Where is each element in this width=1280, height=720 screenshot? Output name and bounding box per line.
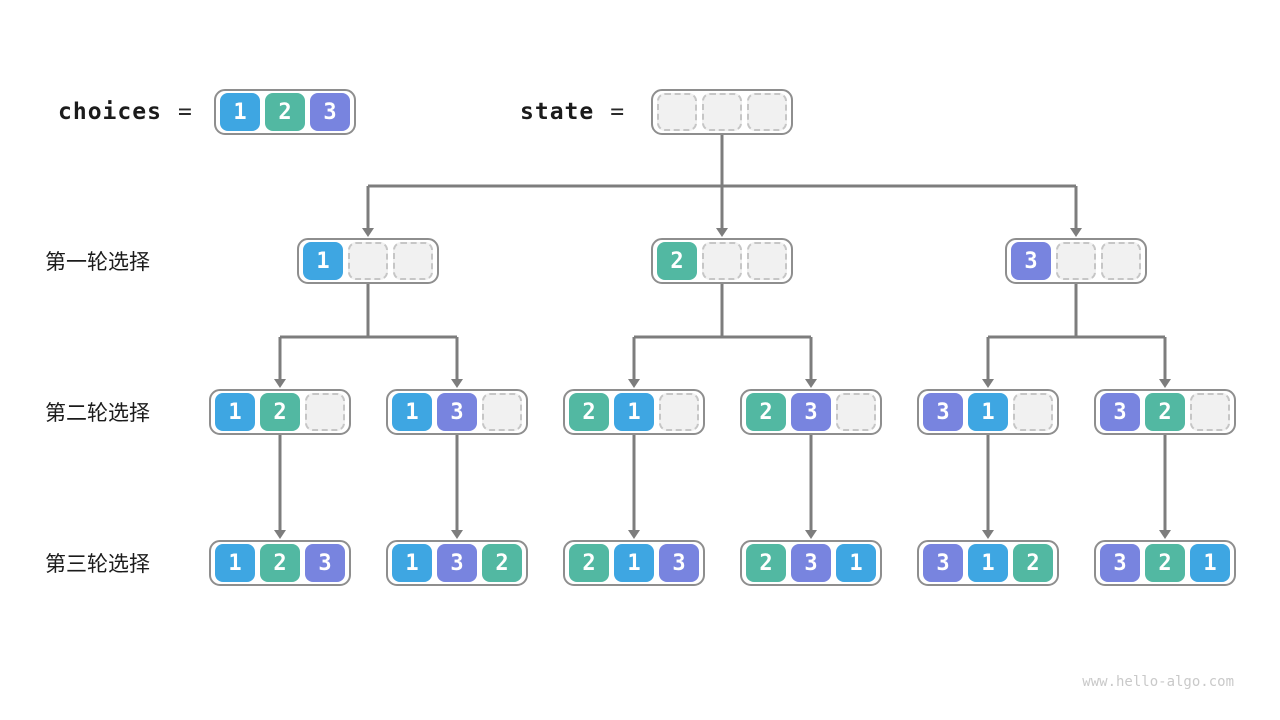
choice-cell-3: 3 — [305, 544, 345, 582]
choice-cell-2: 2 — [265, 93, 305, 131]
choice-cell-1: 1 — [215, 544, 255, 582]
choice-cell-3: 3 — [437, 393, 477, 431]
empty-cell — [1190, 393, 1230, 431]
empty-cell — [1013, 393, 1053, 431]
equals-sign: = — [610, 99, 626, 125]
choice-cell-1: 1 — [968, 393, 1008, 431]
empty-cell — [747, 242, 787, 280]
choice-cell-3: 3 — [791, 544, 831, 582]
choice-cell-3: 3 — [310, 93, 350, 131]
empty-cell — [482, 393, 522, 431]
choice-cell-1: 1 — [614, 393, 654, 431]
choice-cell-1: 1 — [215, 393, 255, 431]
choice-cell-2: 2 — [657, 242, 697, 280]
empty-cell — [836, 393, 876, 431]
empty-cell — [702, 93, 742, 131]
equals-sign: = — [177, 99, 193, 125]
choice-cell-1: 1 — [836, 544, 876, 582]
state-label: state — [520, 99, 595, 125]
choice-cell-1: 1 — [968, 544, 1008, 582]
choice-cell-3: 3 — [923, 393, 963, 431]
empty-cell — [702, 242, 742, 280]
choice-cell-2: 2 — [1145, 393, 1185, 431]
watermark: www.hello-algo.com — [1082, 674, 1234, 690]
empty-cell — [657, 93, 697, 131]
empty-cell — [1101, 242, 1141, 280]
choice-cell-3: 3 — [437, 544, 477, 582]
choice-cell-3: 3 — [659, 544, 699, 582]
state-box — [651, 89, 793, 135]
state-node: 1 — [297, 238, 439, 284]
choice-cell-1: 1 — [614, 544, 654, 582]
choice-cell-2: 2 — [569, 393, 609, 431]
choice-cell-2: 2 — [746, 393, 786, 431]
choice-cell-2: 2 — [569, 544, 609, 582]
empty-cell — [747, 93, 787, 131]
choice-cell-2: 2 — [482, 544, 522, 582]
choice-cell-3: 3 — [1100, 544, 1140, 582]
choice-cell-2: 2 — [260, 393, 300, 431]
state-node: 2 — [651, 238, 793, 284]
state-node: 3 — [1005, 238, 1147, 284]
choice-cell-3: 3 — [1011, 242, 1051, 280]
empty-cell — [348, 242, 388, 280]
choice-cell-1: 1 — [220, 93, 260, 131]
round-3-label: 第三轮选择 — [45, 552, 150, 576]
state-definition: state = — [520, 89, 625, 135]
empty-cell — [659, 393, 699, 431]
choice-cell-3: 3 — [791, 393, 831, 431]
choice-cell-2: 2 — [1013, 544, 1053, 582]
choice-cell-1: 1 — [392, 393, 432, 431]
empty-cell — [393, 242, 433, 280]
choice-cell-3: 3 — [923, 544, 963, 582]
round-2-label: 第二轮选择 — [45, 401, 150, 425]
choice-cell-2: 2 — [746, 544, 786, 582]
empty-cell — [1056, 242, 1096, 280]
empty-cell — [305, 393, 345, 431]
choice-cell-1: 1 — [1190, 544, 1230, 582]
choice-cell-1: 1 — [303, 242, 343, 280]
choice-cell-3: 3 — [1100, 393, 1140, 431]
choice-cell-2: 2 — [1145, 544, 1185, 582]
choices-label: choices — [58, 99, 162, 125]
round-1-label: 第一轮选择 — [45, 250, 150, 274]
choice-cell-2: 2 — [260, 544, 300, 582]
choice-cell-1: 1 — [392, 544, 432, 582]
choices-definition: choices = — [58, 89, 193, 135]
